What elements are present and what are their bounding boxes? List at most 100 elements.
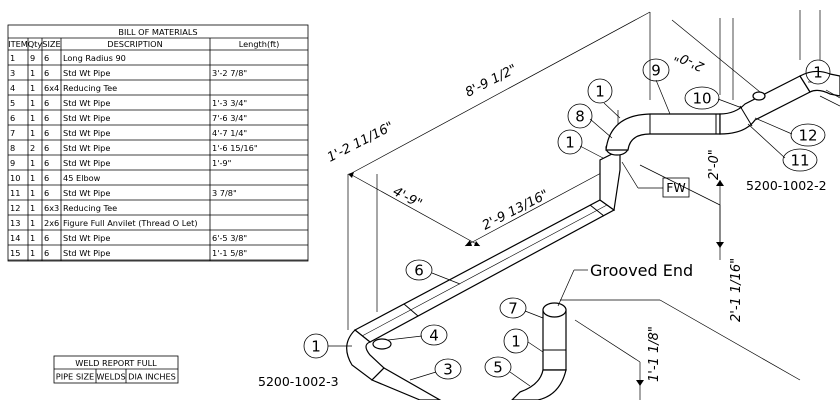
- bom-header-item: ITEM: [8, 39, 28, 49]
- bom-cell: 2x6: [44, 218, 59, 228]
- bom-cell: 1: [30, 83, 35, 93]
- bom-cell: 6x3: [44, 203, 59, 213]
- bom-cell: Std Wt Pipe: [63, 158, 110, 168]
- bom-cell: Std Wt Pipe: [63, 143, 110, 153]
- bom-cell: Std Wt Pipe: [63, 113, 110, 123]
- dim-8-9-1-2: 8'-9 1/2": [463, 62, 520, 101]
- callout-1-upper: [587, 78, 613, 104]
- bom-cell: 6: [44, 68, 49, 78]
- callout-8-label: 8: [575, 108, 585, 126]
- weld-header-dia-inches: DIA INCHES: [128, 372, 176, 382]
- bom-cell: Std Wt Pipe: [63, 68, 110, 78]
- callout-3: [434, 358, 462, 380]
- callout-11-label: 11: [790, 152, 809, 170]
- bom-cell: 6x4: [44, 83, 59, 93]
- callout-6-label: 6: [414, 262, 424, 280]
- anvilet: [752, 91, 766, 101]
- bom-cell: 1'-9": [212, 158, 231, 168]
- bom-cell: 6: [44, 188, 49, 198]
- bom-cell: Std Wt Pipe: [63, 233, 110, 243]
- callout-1-lower-left-label: 1: [311, 338, 321, 356]
- bom-cell: Reducing Tee: [63, 203, 117, 213]
- pipe-3: [370, 367, 442, 400]
- callout-8: [567, 103, 593, 129]
- callout-9: [642, 58, 670, 82]
- bom-header-qty: Qty: [28, 39, 43, 49]
- bom-cell: 1: [30, 68, 35, 78]
- callout-9-label: 9: [651, 62, 661, 80]
- bom-cell: 3: [10, 68, 15, 78]
- bom-cell: 1: [30, 233, 35, 243]
- callout-1-lower-left: [303, 333, 329, 359]
- callout-1-top-right-label: 1: [813, 64, 823, 82]
- weld-report-border: [53, 355, 179, 384]
- elbow-lower-mid: [511, 369, 567, 400]
- bom-cell: 7: [10, 128, 15, 138]
- bom-cell: 1: [30, 113, 35, 123]
- bom-cell: 1: [30, 98, 35, 108]
- bom-cell: 1'-1 5/8": [212, 248, 247, 258]
- bom-cell: 6: [44, 128, 49, 138]
- bom-cell: Std Wt Pipe: [63, 188, 110, 198]
- bom-cell: 1: [30, 218, 35, 228]
- callouts: 1 4 3 6 5 7 1 1 8 1: [303, 58, 831, 387]
- bom-cell: 14: [10, 233, 20, 243]
- bom-cell: 45 Elbow: [63, 173, 101, 183]
- bom-cell: 15: [10, 248, 20, 258]
- bom-cell: 8: [10, 143, 15, 153]
- bom-cell: 1'-6 15/16": [212, 143, 258, 153]
- pipe-7: [542, 309, 567, 371]
- bom-cell: 3'-2 7/8": [212, 68, 247, 78]
- callout-10: [684, 86, 720, 110]
- bom-cell: 2: [30, 143, 35, 153]
- bom-cell: 6: [44, 173, 49, 183]
- bom-cell: 6: [10, 113, 15, 123]
- bom-cell: 1: [30, 188, 35, 198]
- bom-cell: 6: [44, 143, 49, 153]
- callout-1-mid: [557, 129, 583, 155]
- weld-header-welds: WELDS: [96, 372, 125, 382]
- reducing-tee-branch: [372, 338, 392, 350]
- callout-1-top-right: [805, 59, 831, 85]
- weld-report-title: WELD REPORT FULL: [75, 358, 157, 368]
- dim-1-2-11-16: 1'-2 11/16": [325, 119, 396, 165]
- annotations: 1'-2 11/16" 8'-9 1/2" 4'-9" 2'-9 13/16" …: [258, 47, 827, 389]
- bom-cell: Std Wt Pipe: [63, 98, 110, 108]
- bom-header-size: SIZE: [42, 39, 60, 49]
- ref-drawing-right: 5200-1002-2: [746, 178, 827, 193]
- bom-cell: 9: [30, 53, 35, 63]
- grooved-end-note: Grooved End: [590, 261, 693, 280]
- dim-2-9-13-16: 2'-9 13/16": [480, 187, 551, 233]
- dim-2-0-right: 2'-0": [707, 149, 722, 180]
- bom-cell: 4: [10, 83, 15, 93]
- bom-cell: 6: [44, 158, 49, 168]
- bom-cell: 4'-7 1/4": [212, 128, 247, 138]
- bom-title: BILL OF MATERIALS: [118, 27, 197, 37]
- ref-drawing-left: 5200-1002-3: [258, 374, 339, 389]
- callout-3-label: 3: [443, 361, 453, 379]
- pipe-9: [605, 113, 721, 151]
- bom-cell: 1: [30, 128, 35, 138]
- bom-cell: 6: [44, 113, 49, 123]
- pipe-runs: [346, 70, 840, 400]
- bom-cell: 1: [30, 173, 35, 183]
- bom-cell: Long Radius 90: [63, 53, 126, 63]
- fw-tag-label: FW: [666, 180, 686, 195]
- weld-header-pipe-size: PIPE SIZE: [56, 372, 94, 382]
- bom-cell: 6: [44, 248, 49, 258]
- bom-header-description: DESCRIPTION: [107, 39, 162, 49]
- bom-cell: 10: [10, 173, 20, 183]
- callout-12: [790, 123, 826, 147]
- dim-4-9: 4'-9": [390, 184, 424, 212]
- bom-cell: 6: [44, 53, 49, 63]
- bill-of-materials: BILL OF MATERIALS ITEM Qty SIZE DESCRIPT…: [7, 24, 309, 262]
- bom-cell: 3 7/8": [212, 188, 237, 198]
- bom-cell: 5: [10, 98, 15, 108]
- callout-10-label: 10: [692, 90, 711, 108]
- callout-1-upper-label: 1: [595, 83, 605, 101]
- bom-cell: Std Wt Pipe: [63, 248, 110, 258]
- callout-4-label: 4: [429, 327, 439, 345]
